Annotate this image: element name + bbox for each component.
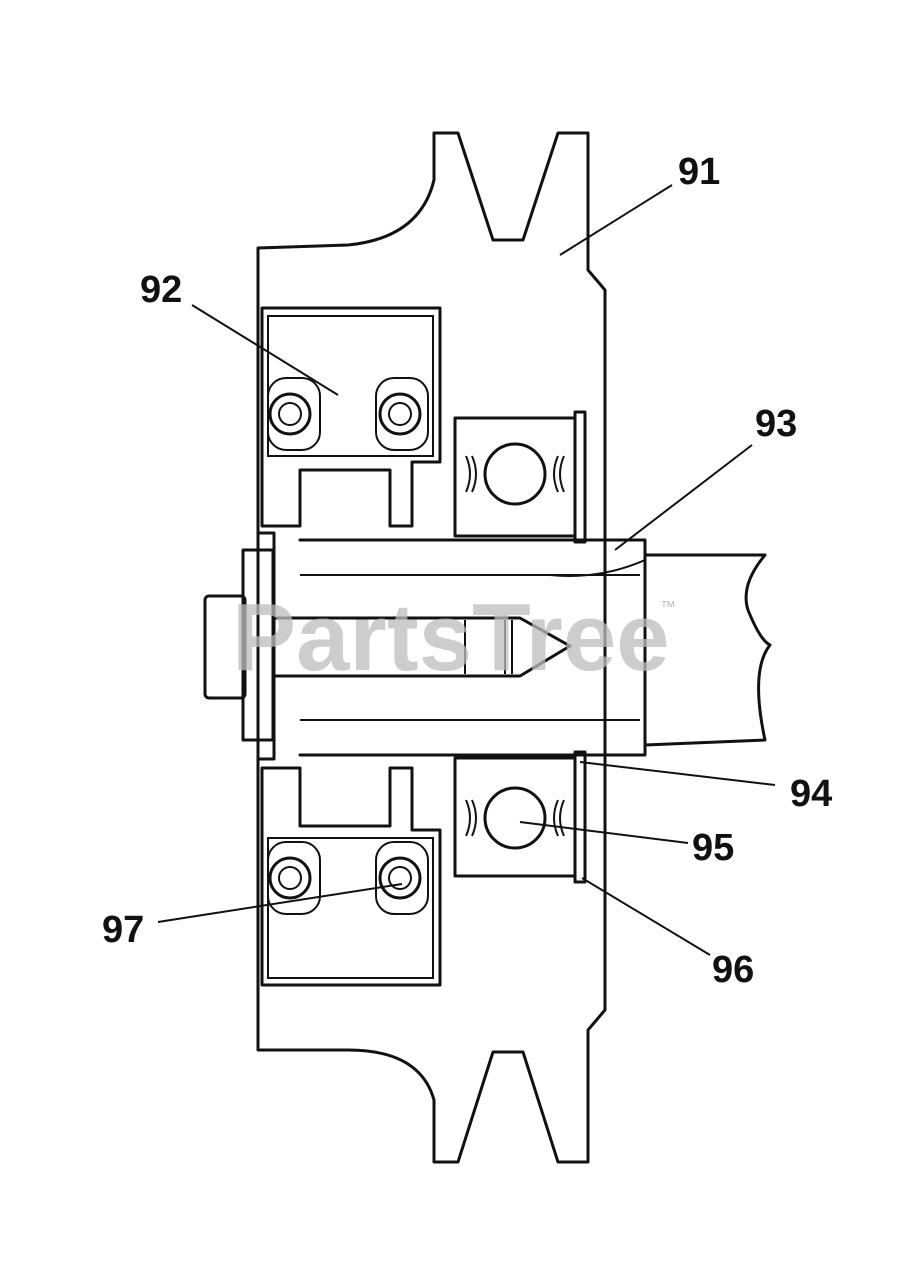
callout-96: 96 — [712, 949, 754, 991]
callout-93: 93 — [755, 403, 797, 445]
bolt-head — [203, 594, 247, 700]
leader-93 — [614, 444, 753, 551]
leader-96 — [581, 877, 711, 956]
pulley-body — [256, 131, 607, 1164]
upper-bolt-left — [267, 377, 321, 451]
leader-91 — [559, 184, 673, 256]
upper-housing — [260, 306, 442, 528]
upper-bearing — [453, 410, 587, 544]
shaft-bore — [300, 559, 646, 721]
shaft — [298, 538, 647, 757]
leader-94 — [579, 761, 776, 786]
callout-95: 95 — [692, 827, 734, 869]
leader-97 — [157, 883, 403, 923]
leader-92 — [191, 304, 339, 396]
callout-97: 97 — [102, 909, 144, 951]
lower-bolt-left — [267, 841, 321, 915]
lower-housing — [260, 766, 442, 987]
lower-bolt-right — [375, 841, 429, 915]
upper-housing-inner — [267, 315, 434, 457]
leader-95 — [519, 821, 689, 844]
callout-92: 92 — [140, 269, 182, 311]
bolt-shank — [271, 616, 572, 678]
callout-91: 91 — [678, 151, 720, 193]
upper-bolt-right — [375, 377, 429, 451]
watermark-text: PartsTree — [232, 584, 670, 691]
callout-94: 94 — [790, 773, 832, 815]
flange-washer-collar — [256, 531, 276, 761]
lower-bearing — [453, 750, 587, 884]
lower-housing-inner — [267, 837, 434, 979]
shaft-extension — [643, 553, 772, 747]
watermark-trademark: ™ — [660, 599, 676, 616]
bolt-thread — [464, 620, 513, 674]
